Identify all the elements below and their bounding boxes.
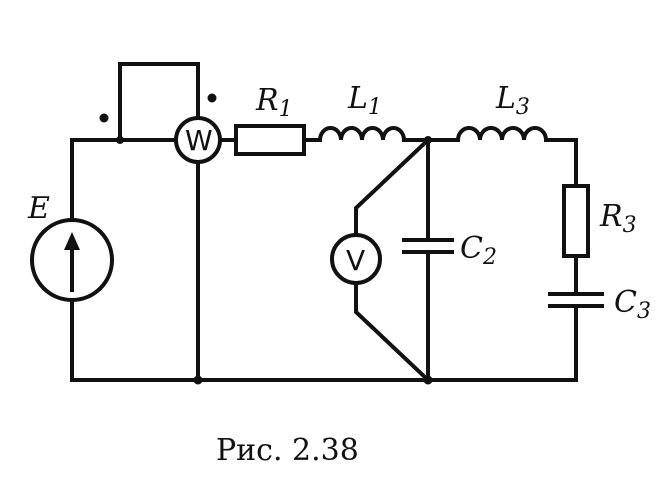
wattmeter-loop — [118, 62, 200, 142]
capacitor-c3: C3 — [548, 285, 651, 324]
l3-coil — [455, 126, 549, 143]
r3-body — [562, 184, 590, 258]
c3-label: C3 — [614, 285, 651, 324]
inductor-l3: L3 — [455, 81, 549, 143]
c3-letter: C — [614, 285, 637, 320]
figure-caption: Рис. 2.38 — [216, 433, 359, 468]
wattmeter-circle — [174, 116, 222, 164]
wires — [70, 62, 578, 383]
c2-letter: C — [460, 231, 483, 266]
c2-label: C2 — [460, 231, 497, 270]
node-bottom-mid — [423, 375, 433, 385]
node-top-mid — [424, 136, 432, 144]
r3-subscript: 3 — [623, 213, 637, 238]
r1-letter: R — [255, 83, 279, 118]
l3-subscript: 3 — [516, 95, 530, 120]
node-top-left — [116, 136, 124, 144]
l1-subscript: 1 — [368, 95, 382, 120]
l3-label: L3 — [495, 81, 530, 120]
voltmeter: V — [330, 233, 382, 285]
r3-label: R3 — [599, 199, 637, 238]
node-bottom-w — [193, 375, 203, 385]
voltmeter-label: V — [346, 244, 365, 277]
resistor-r1: R1 — [234, 83, 306, 156]
voltage-source: E — [27, 191, 114, 302]
wattmeter: W — [174, 116, 222, 164]
source-label: E — [27, 191, 50, 226]
l3-letter: L — [495, 81, 516, 116]
wire-v-bottom — [354, 280, 431, 383]
inductor-l1: L1 — [317, 81, 407, 143]
r3-letter: R — [599, 199, 623, 234]
l1-label: L1 — [347, 81, 382, 120]
wire-v-top — [354, 137, 431, 238]
c3-subscript: 3 — [637, 299, 651, 324]
wattmeter-label: W — [185, 124, 213, 157]
c2-subscript: 2 — [482, 245, 497, 270]
polarity-dot-voltage — [207, 93, 217, 103]
r1-body — [234, 124, 306, 156]
r1-subscript: 1 — [279, 97, 293, 122]
l1-coil — [317, 126, 407, 143]
capacitor-c2: C2 — [402, 231, 497, 270]
l1-letter: L — [347, 81, 368, 116]
r1-label: R1 — [255, 83, 293, 122]
polarity-dot-current — [99, 113, 109, 123]
nodes — [99, 93, 433, 385]
source-arrow-head — [64, 232, 80, 250]
voltmeter-circle — [330, 233, 382, 285]
resistor-r3: R3 — [562, 184, 637, 258]
